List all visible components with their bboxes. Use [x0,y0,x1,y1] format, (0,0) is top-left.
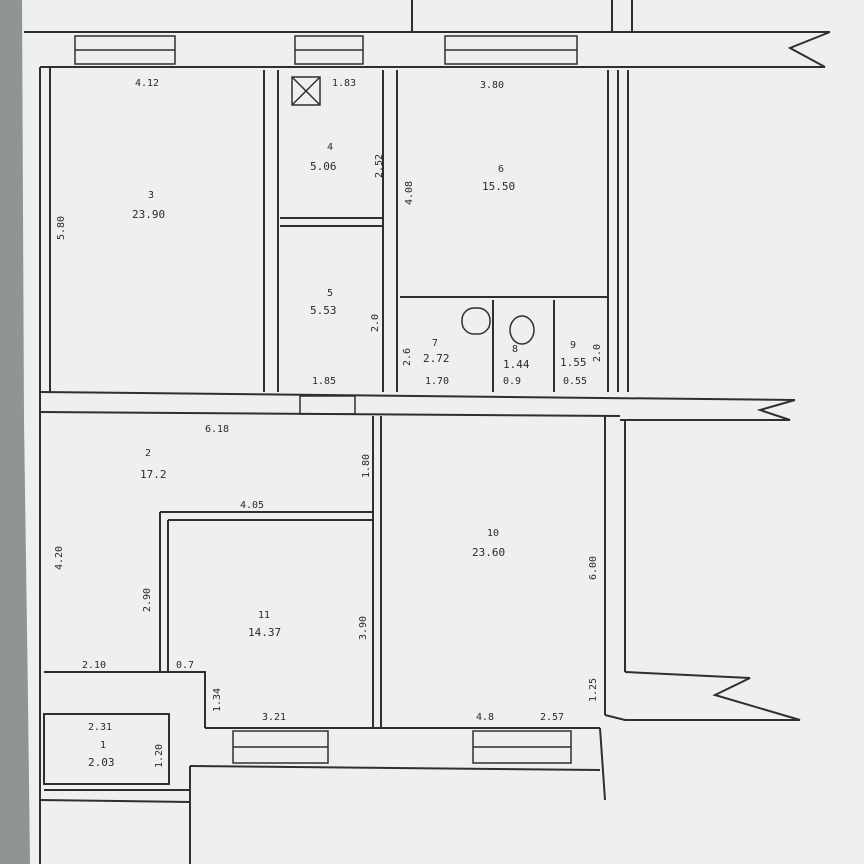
room-1-number: 1 [100,740,106,751]
dim-label: 6.00 [588,556,599,580]
room-10-area: 23.60 [472,546,505,559]
dim-label: 4.8 [476,712,494,723]
room-9-number: 9 [570,340,576,351]
room-11-number: 11 [258,610,270,621]
room-4-area: 5.06 [310,160,337,173]
room-9-area: 1.55 [560,356,587,369]
dim-label: 1.34 [212,688,223,712]
room-3-area: 23.90 [132,208,165,221]
dim-label: 1.20 [154,744,165,768]
paper-shadow-left [0,0,22,864]
dim-label: 1.25 [588,678,599,702]
room-7-number: 7 [432,338,438,349]
room-10-number: 10 [487,528,499,539]
dim-label: 6.18 [205,424,229,435]
dim-label: 0.55 [563,376,587,387]
room-5-number: 5 [327,288,333,299]
room-labels: 3 23.90 4 5.06 5 5.53 6 15.50 7 2.72 8 1… [88,142,587,769]
dim-label: 1.70 [425,376,449,387]
dim-label: 1.80 [361,454,372,478]
room-3-number: 3 [148,190,154,201]
dim-label: 2.90 [142,588,153,612]
paper-sheet [22,0,864,864]
dim-label: 2.10 [82,660,106,671]
room-1-area: 2.03 [88,756,115,769]
room-8-number: 8 [512,344,518,355]
dim-label: 0.7 [176,660,194,671]
dim-label: 5.80 [56,216,67,240]
room-6-number: 6 [498,164,504,175]
dim-label: 3.90 [358,616,369,640]
dim-label: 2.0 [370,314,381,332]
dim-label: 2.52 [374,154,385,178]
dim-label: 4.08 [404,181,415,205]
dim-label: 2.57 [540,712,564,723]
dim-label: 4.20 [54,546,65,570]
room-5-area: 5.53 [310,304,337,317]
dimension-labels: 4.12 1.83 3.80 1.70 0.9 0.55 1.85 6.18 4… [54,78,603,768]
room-7-area: 2.72 [423,352,450,365]
dim-label: 3.80 [480,80,504,91]
dim-label: 3.21 [262,712,286,723]
dim-label: 2.31 [88,722,112,733]
room-2-area: 17.2 [140,468,167,481]
windows [74,35,578,764]
room-11-area: 14.37 [248,626,281,639]
wall-lines [24,0,831,864]
dim-label: 2.0 [592,344,603,362]
room-2-number: 2 [145,448,151,459]
dim-label: 0.9 [503,376,521,387]
room-8-area: 1.44 [503,358,530,371]
dim-label: 4.12 [135,78,159,89]
dim-label: 4.05 [240,500,264,511]
dim-label: 1.83 [332,78,356,89]
dim-label: 1.85 [312,376,336,387]
room-4-number: 4 [327,142,333,153]
room-6-area: 15.50 [482,180,515,193]
dim-label: 2.6 [402,348,413,366]
